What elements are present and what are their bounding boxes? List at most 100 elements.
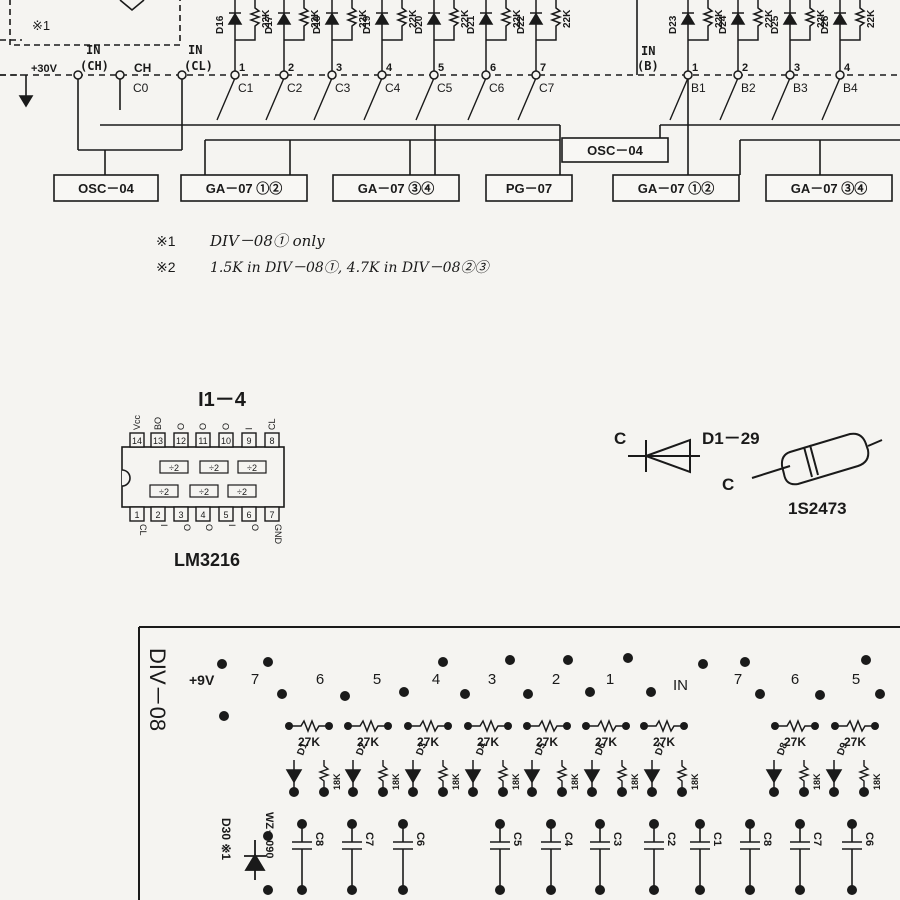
- note-2-text: 1.5K in DIV－08①, 4.7K in DIV－08②③: [210, 260, 490, 276]
- resistor-18k: [556, 760, 568, 792]
- resistor-27k-label: 27K: [653, 735, 675, 749]
- diode-label-c-2: D17: [264, 15, 275, 34]
- board-pad: [460, 689, 470, 699]
- board-diode-label: D6: [593, 741, 608, 757]
- board-pad-label: 1: [606, 671, 614, 688]
- board-pad: [277, 689, 287, 699]
- b-number-3: 3: [794, 62, 800, 74]
- resistor-27k-label: 27K: [784, 735, 806, 749]
- input-cl-in: IN: [188, 43, 202, 57]
- board-capacitor: [644, 824, 664, 888]
- diode-part-number: 1S2473: [788, 499, 847, 518]
- input-b-sub: (B): [637, 59, 659, 73]
- box-ga12-right: GA－07 ①②: [638, 181, 715, 196]
- resistor-27k: [291, 718, 327, 734]
- resistor-18k: [858, 760, 870, 792]
- resistor-27k: [410, 718, 446, 734]
- bus-node: [279, 70, 289, 80]
- board-pad-label: 7: [251, 671, 259, 688]
- ic-top-pin-label: O: [221, 423, 231, 430]
- resistor-18k: [616, 760, 628, 792]
- resistor-27k-label: 27K: [536, 735, 558, 749]
- ic-top-pin: [129, 432, 145, 448]
- diode-label-c-1: D16: [215, 15, 226, 34]
- bus-node: [733, 70, 743, 80]
- ic-bottom-pin: [150, 506, 166, 522]
- resistor-18k-label: 18K: [872, 773, 882, 790]
- diode-label-b-1: D23: [668, 15, 679, 34]
- bus-node: [835, 70, 845, 80]
- resistor-27k: [350, 718, 386, 734]
- ic-divider-block: [149, 484, 179, 498]
- ic-bottom-pin: [129, 506, 145, 522]
- bus-node: [115, 70, 125, 80]
- ic-top-pin-number: 12: [176, 436, 186, 446]
- board-diode-label: D1: [295, 741, 310, 757]
- board-capacitor: [842, 824, 862, 888]
- board-capacitor: [490, 824, 510, 888]
- diode-resistor-branch-c-1: [227, 0, 262, 75]
- note-1-mark: ※1: [156, 233, 176, 249]
- ic-bottom-pin-number: 7: [269, 510, 274, 520]
- ic-bottom-pin-label: I: [159, 524, 169, 527]
- ic-divider-label: ÷2: [247, 463, 257, 473]
- board-pad-label-right: 6: [791, 671, 799, 688]
- diode-cathode-symbol-label: C: [614, 429, 626, 448]
- ic-top-pin: [173, 432, 189, 448]
- ic-bottom-pin: [173, 506, 189, 522]
- resistor-label-b-2: 22K: [764, 9, 775, 28]
- resistor-18k-label: 18K: [511, 773, 521, 790]
- board-diode: [523, 760, 541, 790]
- ic-top-pin: [241, 432, 257, 448]
- bus-node: [683, 70, 693, 80]
- box-pg: PG－07: [506, 181, 552, 196]
- diode-label-c-6: D21: [466, 15, 477, 34]
- board-diode: [643, 760, 661, 790]
- board-pad: [861, 655, 871, 665]
- board-capacitor-label: C3: [611, 832, 623, 846]
- diode-resistor-branch-b-4: [832, 0, 867, 75]
- ic-bottom-pin-label: O: [204, 524, 214, 531]
- b-label-1: B1: [691, 81, 706, 95]
- zener-part: WZ－090: [263, 812, 275, 858]
- board-capacitor-label: C8: [761, 832, 773, 846]
- resistor-18k: [798, 760, 810, 792]
- board-diode-label: D4: [474, 741, 489, 757]
- diode-label-c-3: D18: [312, 15, 323, 34]
- ic-divider-label: ÷2: [159, 487, 169, 497]
- ic-bottom-pin-label: CL: [138, 524, 148, 536]
- board-pad: [585, 687, 595, 697]
- c-label-3: C3: [335, 81, 351, 95]
- ic-bottom-pin-number: 2: [155, 510, 160, 520]
- bus-node: [377, 70, 387, 80]
- board-diode-label: D8: [775, 741, 790, 757]
- b-number-4: 4: [844, 62, 851, 74]
- ic-divider-block: [199, 460, 229, 474]
- board-capacitor-label: C4: [562, 832, 574, 847]
- c-number-1: 1: [239, 62, 245, 74]
- resistor-18k-label: 18K: [690, 773, 700, 790]
- diode-resistor-branch-c-5: [426, 0, 461, 75]
- c-label-0: C0: [133, 81, 149, 95]
- ic-bottom-pin-label: GND: [273, 524, 283, 545]
- resistor-18k: [676, 760, 688, 792]
- board-pad: [623, 653, 633, 663]
- ic-top-pin-number: 14: [132, 436, 142, 446]
- board-pad-label: 5: [373, 671, 381, 688]
- board-diode: [404, 760, 422, 790]
- board-pad-label: 6: [316, 671, 324, 688]
- ic-top-pin-label: O: [176, 423, 186, 430]
- c-label-6: C6: [489, 81, 505, 95]
- resistor-label-b-4: 22K: [866, 9, 877, 28]
- board-pad: [755, 689, 765, 699]
- resistor-label-c-2: 22K: [310, 9, 321, 28]
- resistor-18k: [437, 760, 449, 792]
- board-pad-label: 3: [488, 671, 496, 688]
- ic-top-pin-label: BO: [153, 417, 163, 430]
- note-2-mark: ※2: [156, 259, 176, 275]
- diode-resistor-branch-c-3: [324, 0, 359, 75]
- resistor-27k-label: 27K: [477, 735, 499, 749]
- resistor-27k: [470, 718, 506, 734]
- ic-bottom-pin-label: O: [182, 524, 192, 531]
- resistor-18k-label: 18K: [391, 773, 401, 790]
